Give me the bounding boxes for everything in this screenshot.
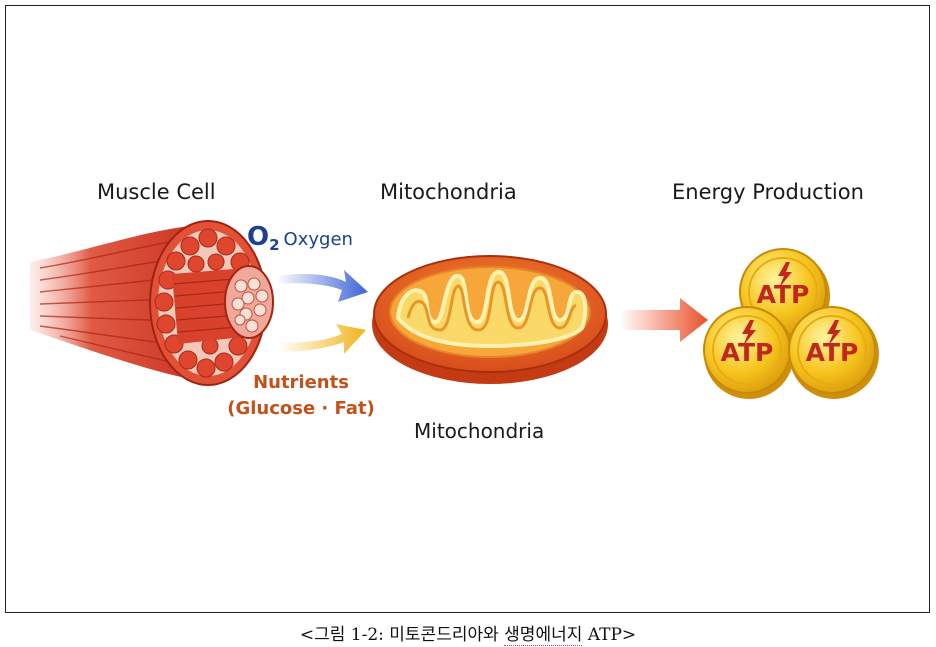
- caption-suffix: ATP>: [582, 625, 637, 645]
- caption-prefix: <그림 1-2: 미토콘드리아와: [299, 625, 505, 645]
- mitochondria-label: Mitochondria: [414, 419, 545, 443]
- muscle-cell-title: Muscle Cell: [97, 180, 216, 204]
- nutrient-arrow: [278, 324, 366, 354]
- lightning-icon: [742, 320, 756, 346]
- atp-label-left: ATP: [721, 338, 774, 367]
- oxygen-arrow: [276, 270, 368, 302]
- figure-caption: <그림 1-2: 미토콘드리아와 생명에너지 ATP>: [0, 620, 936, 646]
- nutrients-label: Nutrients: [253, 372, 349, 393]
- atp-coin-left: [703, 306, 794, 399]
- oxygen-label: Oxygen: [283, 229, 353, 250]
- energy-production-title: Energy Production: [672, 180, 864, 204]
- oxygen-subscript: 2: [269, 236, 280, 254]
- caption-underlined: 생명에너지: [504, 625, 583, 646]
- atp-label-top: ATP: [757, 280, 810, 309]
- mitochondria-title: Mitochondria: [380, 180, 517, 204]
- nutrients-label-group: Nutrients (Glucose · Fat): [226, 370, 376, 422]
- atp-label-right: ATP: [806, 338, 859, 367]
- atp-coin-right: [788, 306, 879, 399]
- mitochondria-illustration: [372, 255, 608, 384]
- nutrients-detail: (Glucose · Fat): [227, 398, 375, 419]
- lightning-icon: [827, 320, 841, 346]
- energy-arrow: [620, 298, 708, 342]
- muscle-cell-illustration: [30, 220, 274, 386]
- oxygen-symbol: O: [247, 222, 270, 252]
- lightning-icon: [778, 262, 792, 288]
